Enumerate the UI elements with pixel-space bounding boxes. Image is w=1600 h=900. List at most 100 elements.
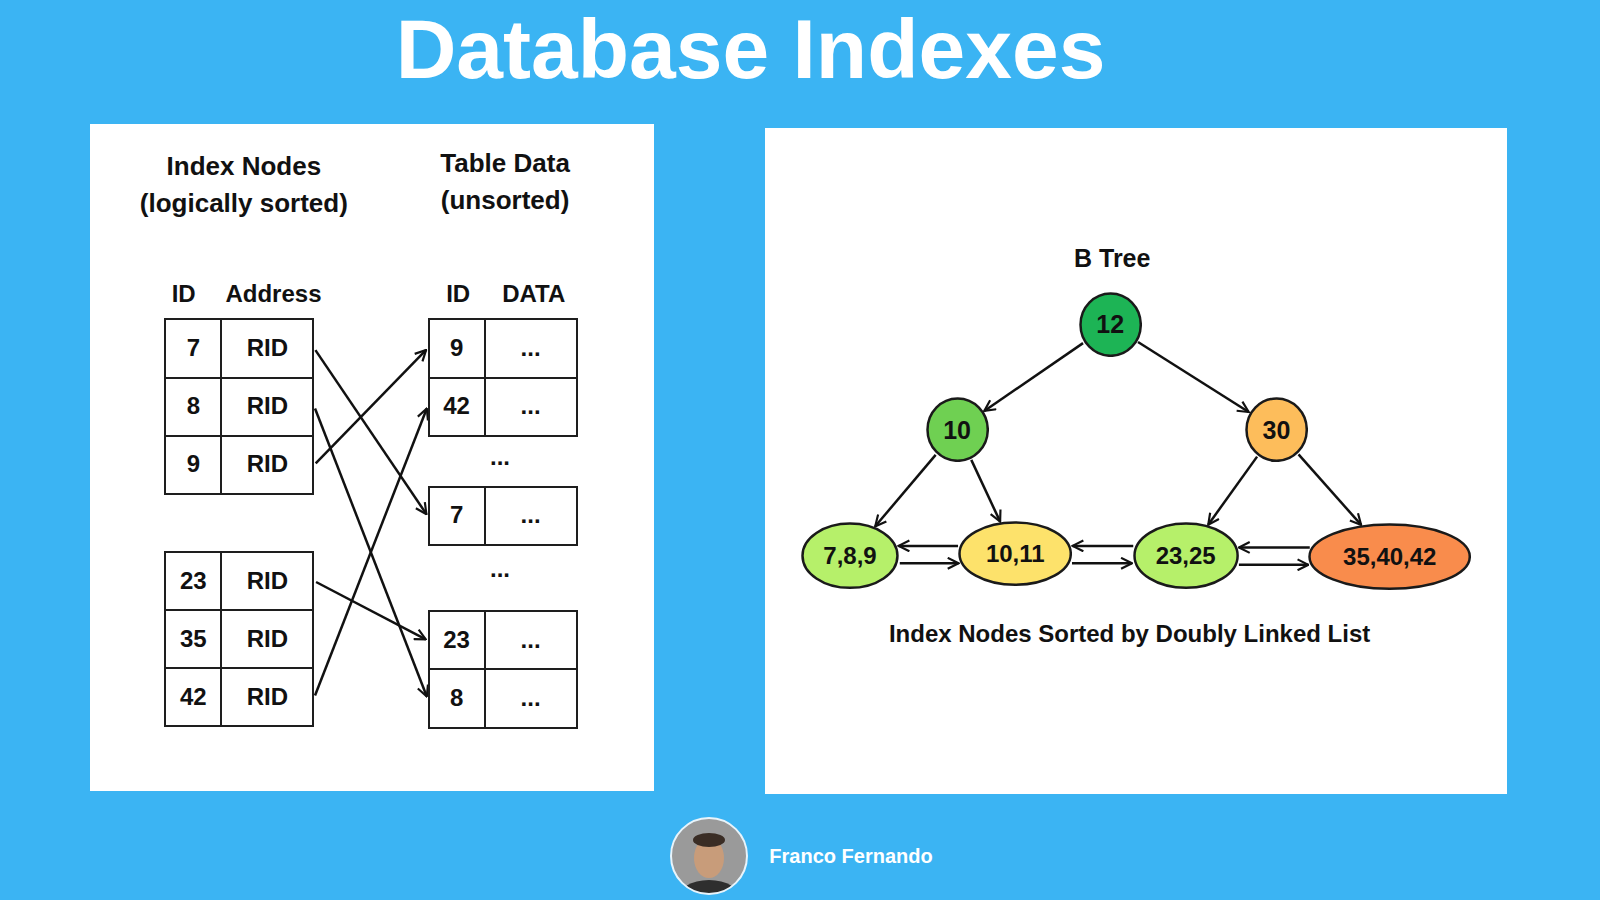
tree-key: 12 <box>1096 309 1124 339</box>
table-cell: ... <box>484 486 578 546</box>
table-cell: 9 <box>164 435 222 495</box>
tree-link-arrow <box>1239 546 1310 549</box>
row-address: RID <box>247 625 288 654</box>
node-ellipse <box>927 398 987 460</box>
row-address: RID <box>247 450 288 479</box>
diagram-title: Database Indexes <box>396 7 1106 91</box>
node-ellipse <box>1134 524 1237 588</box>
row-data: ... <box>521 334 541 363</box>
node-ellipse <box>960 523 1071 585</box>
panel-heading: Table Data (unsorted) <box>413 145 597 218</box>
tree-heading: B Tree <box>1074 241 1150 276</box>
table-cell: 8 <box>428 668 486 728</box>
table-cell: RID <box>220 318 314 378</box>
author-avatar <box>671 818 747 900</box>
table-cell: ... <box>484 668 578 728</box>
index-row: 7 RID <box>164 318 314 378</box>
table-row: 8... <box>428 668 578 728</box>
node-ellipse <box>1080 293 1140 355</box>
tree-caption: Index Nodes Sorted by Doubly Linked List <box>889 617 1370 651</box>
row-gap-ellipsis: ... <box>490 555 510 584</box>
rid-pointer-arrow <box>316 582 426 639</box>
table-cell: ... <box>484 610 578 670</box>
index-row: 8 RID <box>164 377 314 437</box>
index-row: 42 RID <box>164 667 314 727</box>
tree-link-arrow <box>899 545 958 548</box>
table-row: 7... <box>428 486 578 546</box>
table-cell: 9 <box>428 318 486 378</box>
rid-pointer-arrow <box>315 350 426 514</box>
index-row: 23 RID <box>164 551 314 611</box>
table-cell: RID <box>220 377 314 437</box>
index-row: 9 RID <box>164 435 314 495</box>
table-cell: 42 <box>428 377 486 437</box>
table-cell: ... <box>484 377 578 437</box>
tree-key: 35,40,42 <box>1343 543 1436 572</box>
node-ellipse <box>1310 525 1470 589</box>
leaf-node: 7,8,9 <box>801 522 899 589</box>
leaf-node: 23,25 <box>1133 522 1239 589</box>
root-node: 12 <box>1079 292 1142 357</box>
table-row: 23... <box>428 610 578 670</box>
tree-key: 10,11 <box>986 540 1045 569</box>
row-data: ... <box>521 501 541 530</box>
table-cell: 23 <box>164 551 222 611</box>
rid-pointer-arrow <box>315 408 427 695</box>
leaf-node: 10,11 <box>958 521 1072 586</box>
column-header: ID <box>172 280 196 309</box>
table-id: 42 <box>443 392 470 421</box>
avatar-ring <box>671 818 747 894</box>
row-gap-ellipsis: ... <box>490 443 510 472</box>
row-data: ... <box>521 684 541 713</box>
table-cell: RID <box>220 667 314 727</box>
table-row: 42... <box>428 377 578 437</box>
rid-pointer-arrow <box>315 408 427 696</box>
tree-link-arrow <box>1138 342 1249 412</box>
tree-link-arrow <box>900 562 959 565</box>
avatar-hair <box>693 833 725 847</box>
row-address: RID <box>247 334 288 363</box>
tree-key: 23,25 <box>1156 542 1216 571</box>
tree-link-arrow <box>984 343 1083 411</box>
row-data: ... <box>521 626 541 655</box>
index-id: 8 <box>187 392 200 421</box>
index-id: 7 <box>187 334 200 363</box>
table-id: 8 <box>450 684 463 713</box>
table-cell: RID <box>220 435 314 495</box>
tree-key: 30 <box>1263 415 1291 445</box>
index-id: 35 <box>180 625 207 654</box>
table-cell: 35 <box>164 609 222 669</box>
tree-key: 10 <box>943 415 971 445</box>
table-cell: 23 <box>428 610 486 670</box>
tree-link-arrow <box>1208 457 1257 525</box>
table-cell: RID <box>220 551 314 611</box>
column-header: Address <box>225 280 321 309</box>
table-id: 9 <box>450 334 463 363</box>
panel-heading: Index Nodes (logically sorted) <box>121 148 366 221</box>
index-panel: 7RID8RID9RID23RID35RID42RID9...42...7...… <box>90 124 654 790</box>
column-header: DATA <box>502 280 565 309</box>
table-cell: 7 <box>164 318 222 378</box>
tree-link-arrow <box>1239 564 1309 567</box>
tree-link-arrow <box>875 455 935 526</box>
table-cell: 7 <box>428 486 486 546</box>
index-id: 23 <box>180 567 207 596</box>
node-ellipse <box>1246 398 1306 460</box>
table-cell: 42 <box>164 667 222 727</box>
index-id: 9 <box>187 450 200 479</box>
table-id: 7 <box>450 501 463 530</box>
branch-node: 30 <box>1245 397 1308 462</box>
table-row: 9... <box>428 318 578 378</box>
index-id: 42 <box>180 683 207 712</box>
tree-link-arrow <box>1073 545 1134 548</box>
node-ellipse <box>803 524 898 588</box>
table-cell: RID <box>220 609 314 669</box>
tree-link-arrow <box>1072 562 1132 565</box>
tree-key: 7,8,9 <box>823 542 876 571</box>
leaf-node: 35,40,42 <box>1308 523 1471 590</box>
row-data: ... <box>521 392 541 421</box>
avatar-shoulders <box>677 880 741 900</box>
rid-pointer-arrow <box>316 350 426 463</box>
row-address: RID <box>247 683 288 712</box>
panel-background <box>765 128 1507 794</box>
